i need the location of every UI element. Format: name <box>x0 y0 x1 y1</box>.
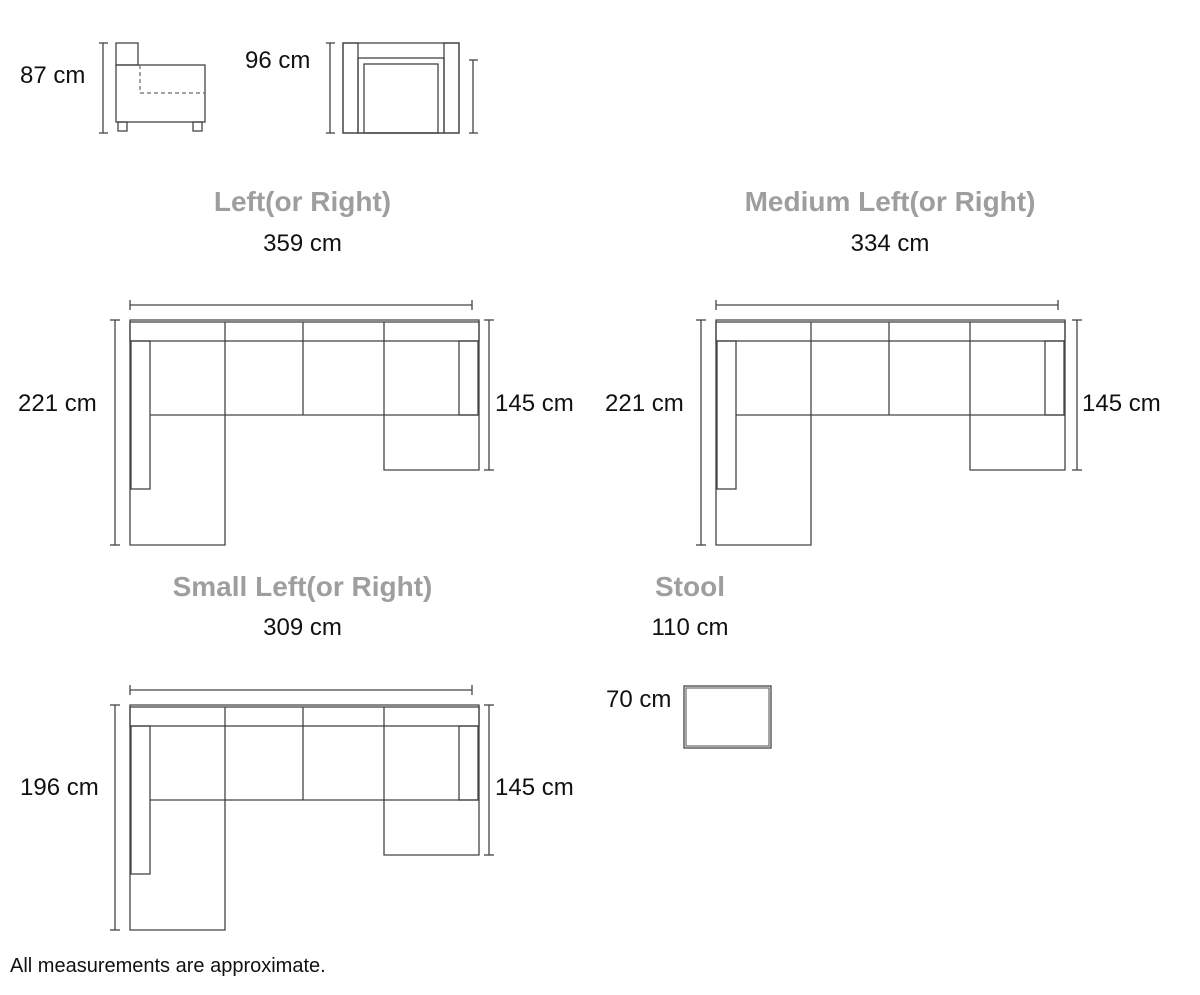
sectional-left-drawing <box>110 300 494 546</box>
approximate-measurements-note: All measurements are approximate. <box>10 955 326 977</box>
front-profile-view <box>326 42 478 134</box>
sectional-medium-title: Medium Left(or Right) <box>744 186 1036 217</box>
sectional-small-depth-right: 145 cm <box>495 774 574 801</box>
sectional-medium-width: 334 cm <box>850 230 930 257</box>
sectional-small-width: 309 cm <box>263 614 342 641</box>
sectional-left-depth-left: 221 cm <box>18 390 97 417</box>
stool-drawing <box>683 685 772 749</box>
stool-title: Stool <box>655 571 725 602</box>
sectional-left-title: Left(or Right) <box>213 186 392 217</box>
sectional-medium-depth-right: 145 cm <box>1082 390 1161 417</box>
front-height-label: 96 cm <box>245 47 311 74</box>
side-profile-view <box>99 42 206 134</box>
side-height-label: 87 cm <box>20 62 86 89</box>
sectional-small-depth-left: 196 cm <box>20 774 99 801</box>
sectional-medium-drawing <box>696 300 1082 546</box>
sectional-medium-depth-left: 221 cm <box>605 390 684 417</box>
sectional-left-width: 359 cm <box>263 230 342 257</box>
stool-depth: 70 cm <box>606 686 672 713</box>
stool-width: 110 cm <box>651 614 729 641</box>
sectional-small-drawing <box>110 685 494 931</box>
sectional-left-depth-right: 145 cm <box>495 390 574 417</box>
sectional-small-title: Small Left(or Right) <box>172 571 433 602</box>
